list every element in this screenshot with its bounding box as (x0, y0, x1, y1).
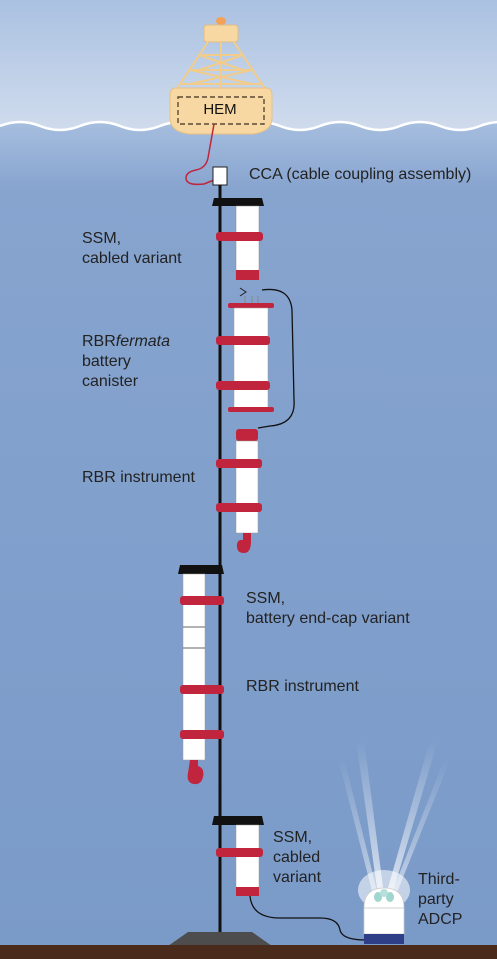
ssm-cabled-top-label: SSM, cabled variant (82, 229, 182, 269)
label-line: SSM, (246, 590, 286, 607)
label-line: SSM, (82, 230, 122, 247)
ssm-cabled-top (212, 198, 264, 297)
hem-box (177, 96, 265, 125)
rbr-instrument-2-label: RBR instrument (246, 677, 359, 697)
rbr-instrument-1-label: RBR instrument (82, 468, 195, 488)
label-line: RBR instrument (82, 469, 195, 486)
label-line: canister (82, 373, 139, 390)
seabed (0, 945, 497, 959)
cca-label-text: CCA (cable coupling assembly) (249, 166, 472, 183)
battery-canister-label: RBRfermata battery canister (82, 332, 170, 392)
battery-canister (216, 296, 274, 412)
ssm-battery-label: SSM, battery end-cap variant (246, 589, 410, 629)
clamp (216, 381, 270, 390)
clamp (216, 459, 262, 468)
label-line: RBR instrument (246, 678, 359, 695)
data-cable-1 (257, 288, 295, 429)
clamp (180, 596, 224, 605)
beacon-light (216, 17, 226, 25)
rbr-instrument-upper (216, 429, 262, 553)
data-cable-2 (249, 895, 367, 941)
label-line: party (418, 891, 454, 908)
label-line: SSM, (273, 829, 313, 846)
label-line: cabled (273, 849, 321, 866)
buoy-hull (169, 87, 273, 135)
hem-red-cable (185, 123, 215, 186)
cca-box (212, 166, 228, 186)
ssm-battery-endcap (178, 565, 224, 785)
clamp (216, 232, 263, 241)
label-line: battery end-cap variant (246, 610, 410, 627)
cca-label: CCA (cable coupling assembly) (249, 165, 471, 185)
adcp (338, 740, 450, 944)
adcp-label: Third- party ADCP (418, 870, 462, 930)
clamp (216, 848, 263, 857)
anchor (168, 932, 272, 946)
clamp (180, 730, 224, 739)
ssm-cabled-bottom (212, 816, 264, 896)
label-prefix: RBR (82, 333, 116, 350)
ssm-cabled-bottom-label: SSM, cabled variant (273, 828, 321, 888)
clamp (216, 336, 270, 345)
label-line: RBRfermata (82, 332, 170, 352)
label-line: variant (273, 869, 322, 886)
surface-buoy (169, 17, 273, 135)
clamp (180, 685, 224, 694)
hem-label: HEM (203, 101, 237, 118)
label-line: ADCP (418, 911, 463, 928)
label-italic: fermata (115, 333, 171, 350)
clamp (216, 503, 262, 512)
label-line: battery (82, 353, 131, 370)
label-line: Third- (418, 871, 460, 888)
buoy-tower (175, 41, 267, 91)
label-line: cabled variant (82, 250, 182, 267)
